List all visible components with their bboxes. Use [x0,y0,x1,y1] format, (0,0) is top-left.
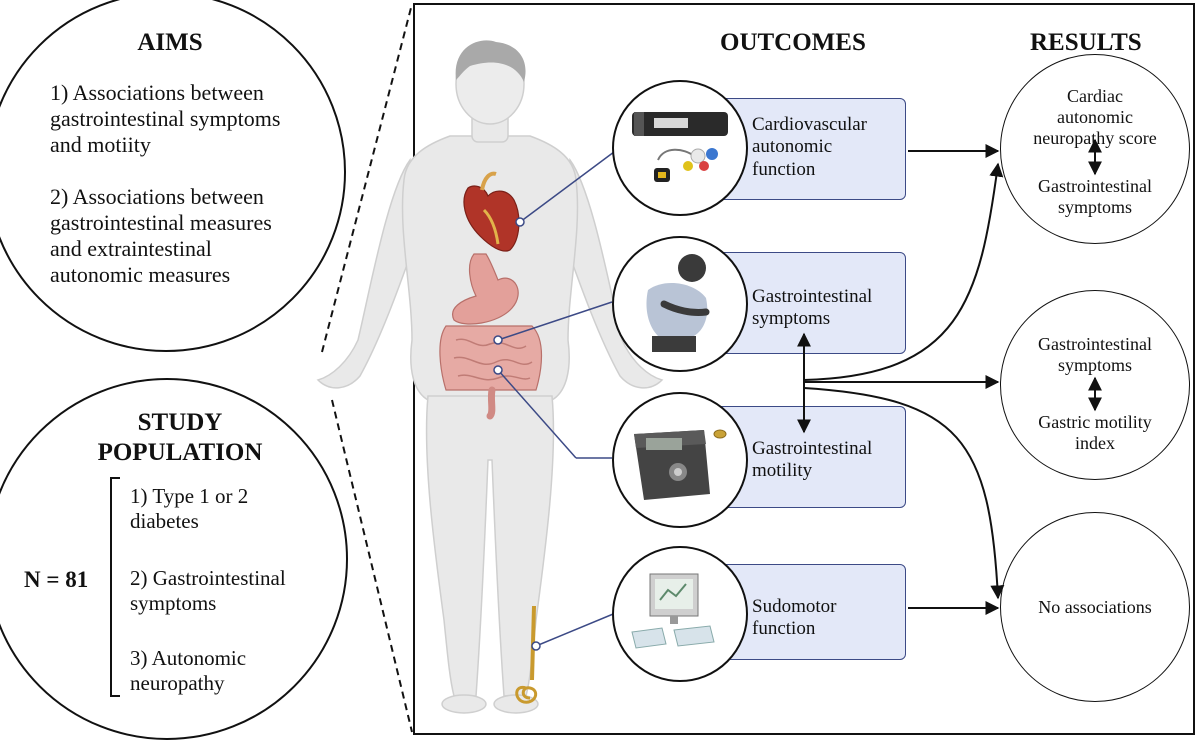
outcome-3-line-1: Gastrointestinal [752,438,873,459]
aims-item-2-line-4: autonomic measures [50,261,231,287]
outcome-label-gi-motility: Gastrointestinal motility [752,438,872,483]
outcome-3-line-2: motility [752,460,813,482]
population-item-1: 1) Type 1 or 2 diabetes [130,484,248,534]
outcome-1-line-3: function [752,158,816,180]
motility-capsule-receiver-icon [612,392,748,528]
human-body-figure [316,40,664,714]
population-item-2: 2) Gastrointestinal symptoms [130,566,286,616]
population-item-3: 3) Autonomic neuropathy [130,646,246,696]
result-1-top-line-2: autonomic [1057,107,1133,128]
population-heading: STUDY POPULATION [60,408,300,467]
result-2-bottom-line-2: index [1075,433,1115,454]
result-1-bottom-line-1: Gastrointestinal [1038,176,1152,196]
outcome-1-line-1: Cardiovascular [752,114,868,135]
aims-item-1: 1) Associations between gastrointestinal… [50,80,280,158]
population-item-2-line-2: symptoms [130,590,217,615]
aims-item-2-line-2: gastrointestinal measures [50,209,272,235]
aims-item-2: 2) Associations between gastrointestinal… [50,184,272,288]
result-2-top-line-2: symptoms [1057,355,1132,376]
result-1-top: Cardiac autonomic neuropathy score [1000,86,1190,150]
population-circle [0,378,348,740]
aims-item-2-line-1: 2) Associations between [50,184,264,209]
outcome-2-line-1: Gastrointestinal [752,286,873,307]
outcome-label-cardiovascular: Cardiovascular autonomic function [752,114,867,181]
outcome-2-line-2: symptoms [752,308,831,330]
population-heading-line-2: POPULATION [97,438,263,466]
result-2-bottom: Gastric motility index [1000,412,1190,454]
result-2-bottom-line-1: Gastric motility [1038,412,1152,432]
results-heading: RESULTS [1030,29,1142,56]
sudomotor-device-icon [612,546,748,682]
aims-item-1-line-1: 1) Associations between [50,80,264,105]
outcome-4-line-1: Sudomotor [752,596,837,617]
aims-circle [0,0,346,352]
result-2-top: Gastrointestinal symptoms [1000,334,1190,376]
arrow-hub-to-no-assoc [803,387,1005,600]
population-bracket [110,477,120,697]
population-n-label: N = 81 [24,567,89,592]
result-1-top-line-3: neuropathy score [1033,128,1157,149]
population-item-1-line-2: diabetes [130,508,199,533]
arrow-hub-to-cardiac [803,162,1004,381]
aims-item-1-line-3: and motiity [50,131,151,157]
population-heading-line-1: STUDY [137,409,223,436]
population-item-2-line-1: 2) Gastrointestinal [130,566,286,590]
outcome-label-gi-symptoms: Gastrointestinal symptoms [752,286,872,331]
outcome-label-sudomotor: Sudomotor function [752,596,836,641]
population-item-3-line-2: neuropathy [130,670,225,695]
result-1-bottom: Gastrointestinal symptoms [1000,176,1190,218]
aims-heading: AIMS [137,29,203,56]
result-circle-no-associations [1000,512,1190,702]
outcome-4-line-2: function [752,618,816,640]
result-3-label: No associations [1038,597,1152,617]
result-2-top-line-1: Gastrointestinal [1038,334,1152,354]
outcomes-heading: OUTCOMES [720,29,866,56]
ecg-holter-device-icon [612,80,748,216]
aims-item-2-line-3: and extraintestinal [50,235,212,261]
population-item-1-line-1: 1) Type 1 or 2 [130,484,249,508]
person-abdominal-pain-icon [612,236,748,372]
result-1-bottom-line-2: symptoms [1057,197,1132,218]
outcome-1-line-2: autonomic [752,136,833,158]
result-1-top-line-1: Cardiac [1067,86,1123,106]
population-item-3-line-1: 3) Autonomic [130,646,247,670]
aims-item-1-line-2: gastrointestinal symptoms [50,105,281,131]
